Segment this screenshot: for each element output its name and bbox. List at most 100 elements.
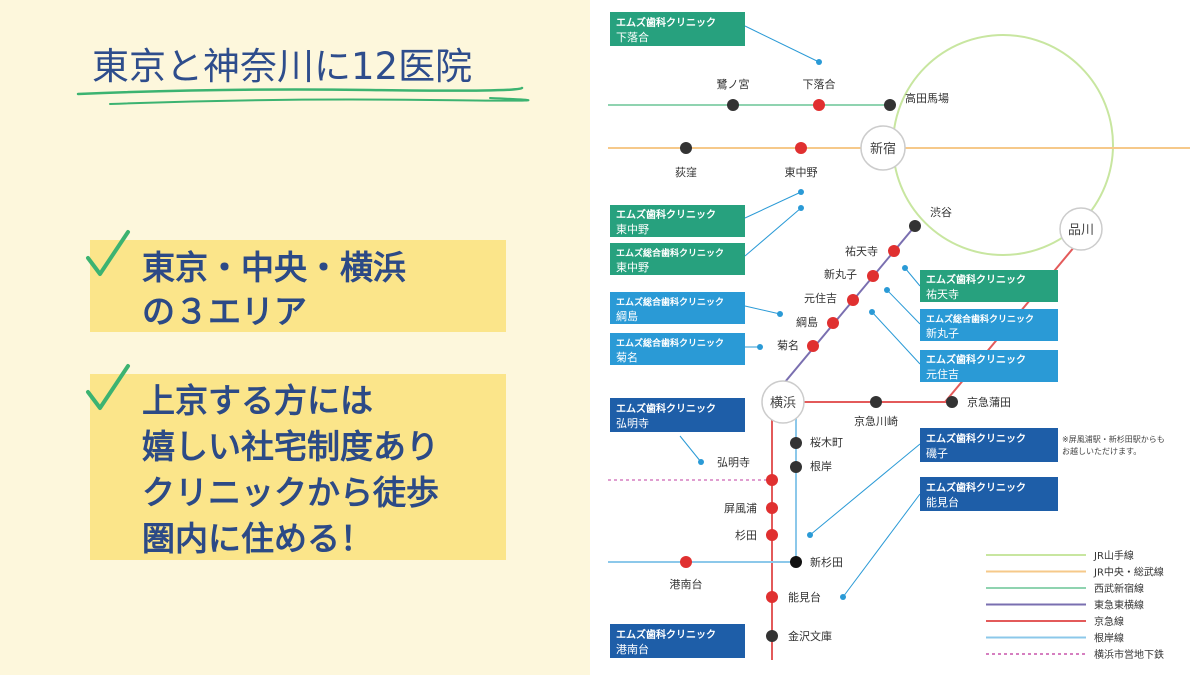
legend-label: 京急線: [1094, 615, 1124, 628]
station-kikuna: 菊名: [777, 338, 819, 352]
access-note: ※屏風浦駅・新杉田駅からも お越しいただけます。: [1062, 434, 1167, 456]
connector-dots: [698, 59, 908, 600]
svg-text:祐天寺: 祐天寺: [845, 245, 878, 258]
svg-text:綱島: 綱島: [616, 309, 638, 323]
station-takadanobaba: 高田馬場: [884, 91, 949, 111]
svg-text:京急川崎: 京急川崎: [854, 414, 898, 428]
clinic-badge-isogo: エムズ歯科クリニック 磯子: [920, 428, 1058, 462]
clinic-badge-yutenji: エムズ歯科クリニック 祐天寺: [920, 270, 1058, 302]
svg-text:東中野: 東中野: [785, 166, 818, 179]
svg-text:港南台: 港南台: [670, 577, 703, 591]
clinic-badge-higashinakano-2: エムズ総合歯科クリニック 東中野: [610, 243, 745, 275]
clinic-badge-gumyoji: エムズ歯科クリニック 弘明寺: [610, 398, 745, 432]
check-icon: [86, 364, 130, 410]
svg-text:エムズ歯科クリニック: エムズ歯科クリニック: [616, 628, 716, 641]
svg-text:エムズ総合歯科クリニック: エムズ総合歯科クリニック: [616, 247, 724, 259]
clinic-badge-tsunashima: エムズ総合歯科クリニック 綱島: [610, 292, 745, 324]
svg-text:エムズ総合歯科クリニック: エムズ総合歯科クリニック: [616, 337, 724, 349]
station-motosumiyoshi: 元住吉: [804, 291, 859, 306]
svg-text:エムズ歯科クリニック: エムズ歯科クリニック: [926, 432, 1026, 445]
svg-text:エムズ歯科クリニック: エムズ歯科クリニック: [926, 481, 1026, 494]
station-shinmaruko: 新丸子: [824, 267, 879, 282]
svg-text:菊名: 菊名: [777, 338, 799, 352]
svg-text:新杉田: 新杉田: [810, 555, 843, 569]
svg-text:元住吉: 元住吉: [926, 367, 959, 381]
svg-text:エムズ総合歯科クリニック: エムズ総合歯科クリニック: [616, 296, 724, 308]
legend-label: 西武新宿線: [1094, 582, 1144, 595]
station-shinsugita: 新杉田: [790, 555, 843, 569]
svg-text:高田馬場: 高田馬場: [905, 91, 949, 105]
clinic-badge-shimoochiai: エムズ歯科クリニック 下落合: [610, 12, 745, 46]
svg-text:エムズ総合歯科クリニック: エムズ総合歯科クリニック: [926, 313, 1034, 325]
station-keikyukamata: 京急蒲田: [946, 395, 1011, 409]
clinic-badge-higashinakano-1: エムズ歯科クリニック 東中野: [610, 205, 745, 237]
svg-text:荻窪: 荻窪: [675, 165, 697, 179]
station-saginomiya: 鷺ノ宮: [717, 77, 750, 111]
station-tsunashima: 綱島: [796, 315, 839, 329]
svg-text:菊名: 菊名: [616, 350, 638, 364]
svg-text:新丸子: 新丸子: [824, 267, 857, 281]
svg-text:下落合: 下落合: [803, 77, 836, 91]
svg-text:エムズ歯科クリニック: エムズ歯科クリニック: [616, 16, 716, 29]
svg-text:東中野: 東中野: [616, 261, 649, 274]
svg-text:杉田: 杉田: [735, 528, 757, 542]
station-konandai: 港南台: [670, 556, 703, 591]
clinic-badge-konandai: エムズ歯科クリニック 港南台: [610, 624, 745, 658]
svg-text:根岸: 根岸: [810, 459, 832, 473]
station-yutenji: 祐天寺: [845, 245, 900, 258]
svg-text:屏風浦: 屏風浦: [724, 502, 757, 515]
station-byobugaura: 屏風浦: [724, 502, 778, 515]
svg-text:金沢文庫: 金沢文庫: [788, 629, 832, 643]
svg-text:能見台: 能見台: [788, 590, 821, 604]
svg-text:横浜: 横浜: [770, 396, 796, 411]
station-sakuragicho: 桜木町: [790, 435, 843, 449]
station-higashinakano: 東中野: [785, 142, 818, 179]
svg-text:新丸子: 新丸子: [926, 326, 959, 340]
page-title: 東京と神奈川に12医院: [92, 45, 473, 88]
svg-text:鷺ノ宮: 鷺ノ宮: [717, 77, 750, 91]
svg-text:エムズ歯科クリニック: エムズ歯科クリニック: [616, 208, 716, 221]
svg-text:元住吉: 元住吉: [804, 291, 837, 305]
feature-housing: 上京する方には 嬉しい社宅制度あり クリニックから徒歩 圏内に住める！: [86, 364, 506, 560]
clinic-badge-shinmaruko: エムズ総合歯科クリニック 新丸子: [920, 309, 1058, 341]
hub-shinjuku: 新宿: [860, 125, 906, 171]
station-shibuya: 渋谷: [909, 206, 952, 232]
svg-text:綱島: 綱島: [796, 315, 818, 329]
legend-label: JR中央・総武線: [1093, 566, 1164, 579]
svg-text:新宿: 新宿: [870, 141, 896, 157]
svg-text:桜木町: 桜木町: [810, 435, 843, 449]
feature-text-housing: 上京する方には 嬉しい社宅制度あり クリニックから徒歩 圏内に住める！: [142, 381, 439, 558]
check-icon: [86, 230, 130, 276]
svg-text:弘明寺: 弘明寺: [717, 456, 750, 469]
station-noukendai: 能見台: [766, 590, 821, 604]
route-map: 新宿 品川 横浜 下落合 鷺ノ宮 高田馬場 荻窪 東中野 渋谷 祐天寺 新丸子 …: [608, 12, 1190, 661]
svg-text:磯子: 磯子: [926, 447, 948, 460]
svg-text:能見台: 能見台: [926, 495, 959, 509]
svg-text:品川: 品川: [1068, 223, 1094, 238]
svg-text:エムズ歯科クリニック: エムズ歯科クリニック: [926, 353, 1026, 366]
connectors: [679, 25, 921, 598]
legend-label: 根岸線: [1094, 632, 1124, 645]
svg-text:下落合: 下落合: [616, 30, 649, 44]
clinic-badge-motosumiyoshi: エムズ歯科クリニック 元住吉: [920, 350, 1058, 382]
clinic-badge-noukendai: エムズ歯科クリニック 能見台: [920, 477, 1058, 511]
legend-label: JR山手線: [1093, 549, 1134, 562]
feature-text-areas: 東京・中央・横浜 の３エリア: [142, 248, 406, 331]
station-ogikubo: 荻窪: [675, 142, 697, 179]
legend-label: 横浜市営地下鉄: [1094, 648, 1164, 661]
svg-text:エムズ歯科クリニック: エムズ歯科クリニック: [616, 402, 716, 415]
station-gumyoji: 弘明寺: [717, 456, 778, 486]
station-kanazawabunko: 金沢文庫: [766, 629, 832, 643]
hub-shinagawa: 品川: [1059, 207, 1103, 251]
left-panel: 東京と神奈川に12医院 東京・中央・横浜 の３エリア 上京する方には 嬉しい社宅…: [0, 0, 590, 675]
station-shimoochiai: 下落合: [803, 77, 836, 111]
clinic-badge-kikuna: エムズ総合歯科クリニック 菊名: [610, 333, 745, 365]
station-negishi: 根岸: [790, 459, 832, 473]
feature-area: 東京・中央・横浜 の３エリア: [86, 230, 506, 332]
station-sugita: 杉田: [735, 528, 778, 542]
svg-text:京急蒲田: 京急蒲田: [967, 395, 1011, 409]
svg-text:弘明寺: 弘明寺: [616, 417, 649, 430]
legend-label: 東急東横線: [1094, 599, 1144, 612]
svg-text:エムズ歯科クリニック: エムズ歯科クリニック: [926, 273, 1026, 286]
